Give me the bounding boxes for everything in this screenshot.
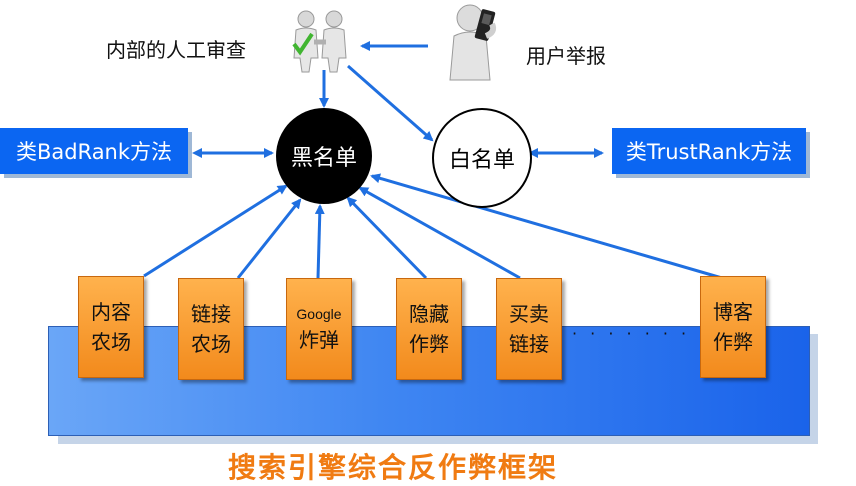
badrank-method-box: 类BadRank方法 xyxy=(0,128,188,174)
arrow-content-farm xyxy=(143,184,288,278)
technique-line1: 内容 xyxy=(91,300,131,324)
technique-line1: 买卖 xyxy=(509,302,549,326)
arrow-review-to-whitelist xyxy=(347,64,434,142)
technique-content-farm: 内容 农场 xyxy=(78,276,144,378)
technique-line1: 博客 xyxy=(713,300,753,324)
framework-title: 搜索引擎综合反作弊框架 xyxy=(228,451,559,484)
arrow-blog-cheat xyxy=(370,173,723,280)
technique-line1: 链接 xyxy=(191,302,231,326)
arrow-google-bomb xyxy=(314,204,325,279)
person-phone-icon xyxy=(449,4,497,81)
handshake-people-icon xyxy=(292,10,347,73)
whitelist-node: 白名单 xyxy=(432,108,532,208)
technique-line2: 农场 xyxy=(191,332,231,356)
technique-line2: 作弊 xyxy=(713,330,753,354)
blacklist-label: 黑名单 xyxy=(290,146,357,171)
badrank-method-label: 类BadRank方法 xyxy=(15,140,173,164)
more-techniques-ellipsis: · · · · · · · · · xyxy=(572,324,727,343)
technique-google-bomb: Google 炸弹 xyxy=(286,278,352,380)
technique-line2: 炸弹 xyxy=(299,328,339,352)
technique-hidden-cheat: 隐藏 作弊 xyxy=(396,278,462,380)
review-label: 内部的人工审查 xyxy=(106,38,246,62)
arrow-link-trade xyxy=(358,186,521,280)
technique-line2: 作弊 xyxy=(409,332,449,356)
report-label: 用户举报 xyxy=(526,44,606,68)
technique-link-farm: 链接 农场 xyxy=(178,278,244,380)
technique-line2: 农场 xyxy=(91,330,131,354)
technique-blog-cheat: 博客 作弊 xyxy=(700,276,766,378)
arrow-hidden-cheat xyxy=(346,196,428,280)
blacklist-node: 黑名单 xyxy=(276,108,372,204)
technique-line2: 链接 xyxy=(509,332,549,356)
technique-link-trade: 买卖 链接 xyxy=(496,278,562,380)
trustrank-method-label: 类TrustRank方法 xyxy=(625,140,793,164)
trustrank-method-box: 类TrustRank方法 xyxy=(612,128,806,174)
whitelist-label: 白名单 xyxy=(448,148,515,173)
arrow-link-farm xyxy=(236,198,302,279)
technique-line1: 隐藏 xyxy=(409,302,449,326)
technique-line1: Google xyxy=(296,306,342,322)
